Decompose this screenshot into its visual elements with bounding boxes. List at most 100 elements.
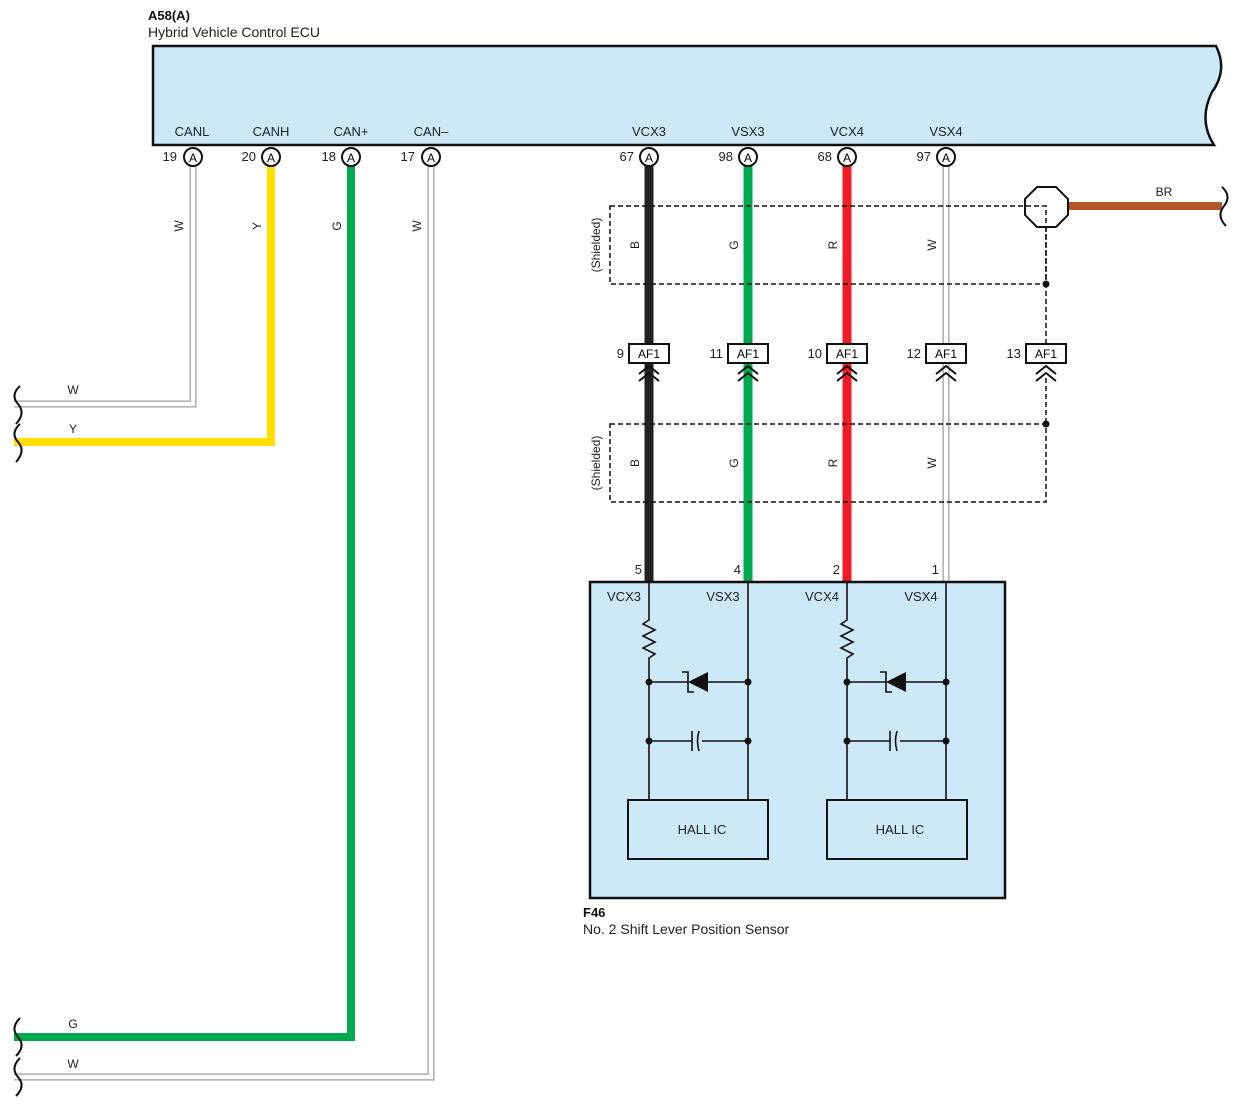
internal-circuit-1 (641, 582, 749, 800)
shielded-box-upper (609, 205, 1047, 285)
wire-canm-outline (14, 157, 435, 1081)
pin-19: 19 (163, 149, 177, 164)
wire-label-lower-w: W (925, 457, 939, 469)
wire-label-left-w-bottom: W (67, 1057, 79, 1071)
wire-canm (14, 157, 434, 1080)
diode-icon (886, 672, 906, 692)
sensor-pin-5: 5 (635, 562, 642, 577)
ecu-term-canm: CAN– (414, 124, 449, 139)
wire-label-upper-r: R (826, 240, 840, 249)
wire-label-canl: W (172, 220, 186, 232)
ecu-connectors: A 19 A 20 A 18 A 17 A 67 A 98 A 68 A 97 (163, 147, 956, 167)
node-dot (645, 737, 653, 745)
af1-label: AF1 (1035, 347, 1057, 361)
wire-label-canm: W (410, 220, 424, 232)
connector-icon (183, 147, 203, 167)
internal-circuit-2 (839, 582, 947, 800)
connector-letter: A (347, 151, 355, 165)
node-dot (843, 737, 851, 745)
shielded-label-upper: (Shielded) (589, 218, 603, 273)
connector-chevron-icon (1035, 364, 1057, 382)
sensor-term-vcx4: VCX4 (805, 589, 839, 604)
break-mark-3 (13, 1017, 23, 1057)
sensor-code: F46 (583, 905, 605, 920)
pin-97: 97 (917, 149, 931, 164)
af1-box (1025, 343, 1067, 364)
break-mark-1 (13, 385, 23, 425)
af1-pin-12: 12 (907, 346, 921, 361)
pin-17: 17 (401, 149, 415, 164)
af1-box (727, 343, 769, 364)
connector-chevron-icon (836, 364, 858, 382)
sensor-pin-4: 4 (734, 562, 741, 577)
ecu-term-vcx3: VCX3 (632, 124, 666, 139)
sensor-pin-1: 1 (932, 562, 939, 577)
sensor-term-vsx3: VSX3 (706, 589, 739, 604)
wire-label-lower-b: B (628, 459, 642, 467)
wire-label-lower-r: R (826, 458, 840, 467)
break-mark-br (1219, 186, 1229, 227)
af1-box (826, 343, 868, 364)
break-mark-2 (13, 423, 23, 463)
connector-icon (261, 147, 281, 167)
shielded-box-lower (609, 423, 1047, 503)
capacitor-icon (691, 730, 700, 752)
break-mark-4 (13, 1057, 23, 1097)
connector-icon (341, 147, 361, 167)
sensor-name: No. 2 Shift Lever Position Sensor (583, 921, 790, 937)
connector-icon (738, 147, 758, 167)
af1-box (628, 343, 670, 364)
connector-chevron-icon (737, 364, 759, 382)
connector-icon (936, 147, 956, 167)
connector-letter: A (427, 151, 435, 165)
ecu-term-canl: CANL (175, 124, 210, 139)
wire-label-canp: G (330, 221, 344, 230)
wire-canl (14, 157, 196, 407)
af1-connectors: AF1 9 AF1 11 AF1 10 AF1 12 AF1 13 (617, 343, 1067, 382)
connector-letter: A (942, 151, 950, 165)
sensor-pin-2: 2 (833, 562, 840, 577)
diode-icon (688, 672, 708, 692)
connector-icon (639, 147, 659, 167)
node-dot (942, 678, 950, 686)
connector-icon (837, 147, 857, 167)
wire-label-upper-w: W (925, 239, 939, 251)
node-dot (744, 678, 752, 686)
wire-label-left-g: G (68, 1017, 77, 1031)
node-dot (744, 737, 752, 745)
capacitor-icon (889, 730, 898, 752)
ecu-name: Hybrid Vehicle Control ECU (148, 24, 320, 40)
sensor-term-vsx4: VSX4 (904, 589, 937, 604)
wire-label-lower-g: G (727, 458, 741, 467)
connector-letter: A (744, 151, 752, 165)
shielded-label-lower: (Shielded) (589, 436, 603, 491)
sensor-term-vcx3: VCX3 (607, 589, 641, 604)
connector-letter: A (189, 151, 197, 165)
af1-pin-9: 9 (617, 346, 624, 361)
node-dot (843, 678, 851, 686)
connector-letter: A (843, 151, 851, 165)
af1-label: AF1 (737, 347, 759, 361)
ecu-code: A58(A) (148, 8, 190, 23)
connector-icon (421, 147, 441, 167)
pin-98: 98 (719, 149, 733, 164)
node-dot (942, 737, 950, 745)
af1-label: AF1 (836, 347, 858, 361)
af1-pin-13: 13 (1007, 346, 1021, 361)
af1-pin-10: 10 (808, 346, 822, 361)
wire-label-upper-g: G (727, 240, 741, 249)
af1-label: AF1 (638, 347, 660, 361)
ecu-term-vsx3: VSX3 (731, 124, 764, 139)
hall-ic-box-2 (826, 799, 968, 860)
connector-chevron-icon (935, 364, 957, 382)
pin-68: 68 (818, 149, 832, 164)
wire-label-left-y: Y (69, 422, 77, 436)
resistor-icon (641, 582, 657, 800)
ecu-box (151, 44, 1223, 147)
wire-canp (14, 157, 355, 1041)
hall-ic-label-1: HALL IC (678, 822, 727, 837)
pin-20: 20 (242, 149, 256, 164)
ecu-term-canp: CAN+ (333, 124, 368, 139)
pin-67: 67 (620, 149, 634, 164)
